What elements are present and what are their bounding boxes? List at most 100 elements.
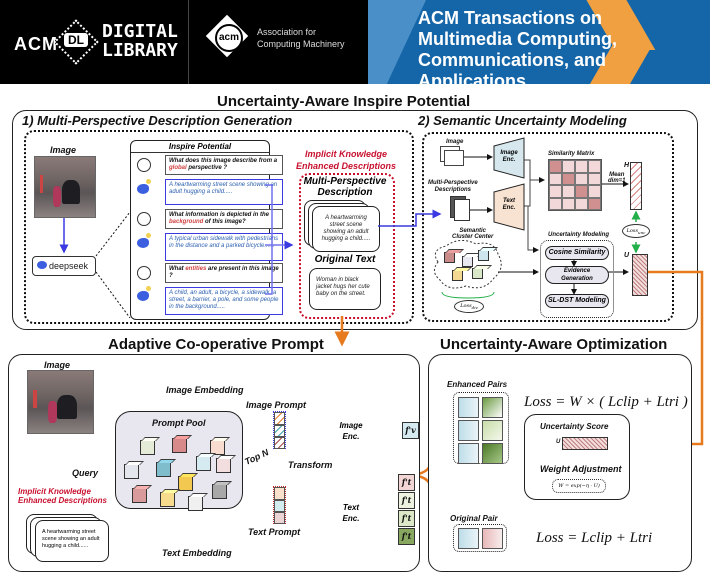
f-t-feature: f't bbox=[398, 510, 415, 527]
h-label: H bbox=[624, 162, 630, 169]
cluster-cube bbox=[472, 268, 483, 279]
sum-image-label: Image bbox=[446, 139, 464, 145]
inspire-potential-title: Inspire Potential bbox=[131, 141, 269, 153]
desc-to-sum-arrow bbox=[378, 209, 442, 227]
enhanced-pairs-box bbox=[453, 392, 509, 464]
text-feature-cell bbox=[482, 397, 503, 418]
loss-div-label: Lossdiv bbox=[454, 300, 484, 313]
deepseek-label: deepseek bbox=[49, 261, 89, 271]
desc-card-front: A heartwarming street scene showing an a… bbox=[312, 206, 380, 252]
zoom-line bbox=[95, 271, 131, 319]
image-feature-cell bbox=[458, 528, 479, 549]
cluster-cube bbox=[478, 250, 489, 261]
question-3: What entities are present in this image … bbox=[165, 263, 283, 283]
prompt-cube bbox=[172, 438, 187, 453]
deepseek-whale-icon bbox=[137, 184, 149, 194]
deepseek-whale-icon bbox=[37, 261, 47, 269]
h-vector bbox=[630, 162, 642, 210]
prompt-cube bbox=[178, 476, 193, 491]
journal-banner: ACM DL DIGITAL LIBRARY acm Association f… bbox=[0, 0, 710, 84]
u-label: U bbox=[624, 252, 630, 259]
deepseek-whale-icon bbox=[137, 291, 149, 301]
acm-digital-library-logo[interactable]: ACM DL DIGITAL LIBRARY bbox=[14, 14, 184, 70]
answers-to-ik-arrow bbox=[265, 184, 292, 295]
plain-loss-formula: Loss = Lclip + Ltri bbox=[536, 530, 653, 546]
text-feature-cell bbox=[482, 420, 503, 441]
uao-u-label: U bbox=[556, 439, 561, 445]
acp-text-enc-label: Text Enc. bbox=[342, 503, 360, 523]
mp-descriptions-label: Multi-Perspective Descriptions bbox=[428, 180, 478, 193]
cluster-center-label: Semantic Cluster Center bbox=[452, 228, 494, 240]
weighted-loss-formula: Loss = W × ( Lclip + Ltri ) bbox=[524, 394, 688, 410]
cluster-cube bbox=[444, 252, 455, 263]
mean-label: Mean dim=1 bbox=[608, 172, 626, 184]
acp-ik-text: A heartwarming street scene showing an a… bbox=[42, 529, 100, 549]
user-face-icon bbox=[137, 212, 151, 226]
sum-title: 2) Semantic Uncertainty Modeling bbox=[418, 113, 627, 128]
mp-desc-title: Multi-Perspective Description bbox=[303, 176, 387, 198]
cosine-similarity-box: Cosine Similarity bbox=[545, 246, 609, 260]
acm-circle-icon: acm bbox=[215, 24, 243, 52]
input-image[interactable] bbox=[34, 156, 96, 218]
loss-unc-label: Lossunc bbox=[622, 224, 650, 238]
section-title-acp: Adaptive Co-operative Prompt bbox=[108, 336, 324, 353]
image-prompt-vector bbox=[273, 411, 286, 449]
original-text-title: Original Text bbox=[314, 254, 376, 265]
acp-input-image[interactable] bbox=[27, 370, 94, 434]
prompt-cube bbox=[156, 462, 171, 477]
cluster-cube bbox=[452, 270, 463, 281]
section-title-uao: Uncertainty-Aware Optimization bbox=[440, 336, 668, 353]
evidence-generation-box: Evidence Generation bbox=[545, 266, 609, 284]
lightbulb-icon bbox=[146, 233, 151, 238]
journal-title-panel[interactable]: ACM Transactions on Multimedia Computing… bbox=[368, 0, 710, 84]
sum-text-enc-label: Text Enc. bbox=[502, 198, 516, 211]
text-feature-cell bbox=[482, 528, 503, 549]
zoom-line bbox=[95, 211, 131, 257]
question-2: What information is depicted in the back… bbox=[165, 209, 283, 229]
weight-adjustment-label: Weight Adjustment bbox=[540, 464, 622, 474]
section-title-uaip: Uncertainty-Aware Inspire Potential bbox=[217, 93, 471, 110]
enhanced-pairs-label: Enhanced Pairs bbox=[447, 380, 508, 389]
text-embedding-label: Text Embedding bbox=[162, 548, 232, 558]
original-pair-box bbox=[453, 524, 507, 552]
answer-2: A typical urban sidewalk with pedestrian… bbox=[165, 233, 283, 261]
prompt-cube bbox=[132, 488, 147, 503]
image-label: Image bbox=[50, 145, 77, 155]
image-embedding-label: Image Embedding bbox=[166, 385, 244, 395]
sl-dst-box: SL-DST Modeling bbox=[545, 294, 609, 308]
cluster-cube bbox=[462, 256, 473, 267]
ik-title: Implicit Knowledge Enhanced Descriptions bbox=[295, 149, 397, 171]
uncertainty-score-label: Uncertainty Score bbox=[540, 422, 609, 431]
question-1: What does this image describe from a glo… bbox=[165, 155, 283, 175]
sum-image-enc-label: Image Enc. bbox=[500, 150, 518, 163]
prompt-pool-label: Prompt Pool bbox=[152, 418, 206, 428]
uncertainty-score-box bbox=[524, 414, 630, 500]
text-feature-cell bbox=[482, 443, 503, 464]
f-t-feature: f't bbox=[398, 474, 415, 491]
association-label: Association for Computing Machinery bbox=[257, 27, 345, 49]
acp-desc-card-front: A heartwarming street scene showing an a… bbox=[35, 520, 109, 562]
answer-3: A child, an adult, a bicycle, a sidewalk… bbox=[165, 287, 283, 315]
f-t-feature: f't bbox=[398, 528, 415, 545]
user-face-icon bbox=[137, 266, 151, 280]
mpdg-dashed-box bbox=[24, 130, 414, 324]
deepseek-box: deepseek bbox=[32, 256, 96, 276]
prompt-cube-selected bbox=[196, 456, 211, 471]
similarity-matrix-label: Similarity Matrix bbox=[548, 151, 595, 157]
similarity-matrix bbox=[548, 159, 602, 211]
uncertainty-score-vector bbox=[562, 437, 608, 450]
query-label: Query bbox=[72, 468, 99, 478]
acm-association-logo[interactable]: acm Association for Computing Machinery bbox=[205, 14, 365, 70]
text-prompt-label: Text Prompt bbox=[248, 527, 301, 537]
text-prompt-vector bbox=[273, 486, 286, 524]
user-face-icon bbox=[137, 158, 151, 172]
f-t-feature: f't bbox=[398, 492, 415, 509]
document-icon bbox=[454, 199, 470, 221]
original-pair-label: Original Pair bbox=[450, 514, 498, 523]
inspire-potential-panel: Inspire Potential What does this image d… bbox=[130, 140, 283, 320]
weight-formula: W = exp(−η · U) bbox=[552, 479, 606, 493]
prompt-cube bbox=[188, 496, 203, 511]
u-vector bbox=[632, 254, 648, 296]
uncertainty-modeling-title: Uncertainty Modeling bbox=[548, 232, 610, 238]
prompt-cube bbox=[140, 440, 155, 455]
